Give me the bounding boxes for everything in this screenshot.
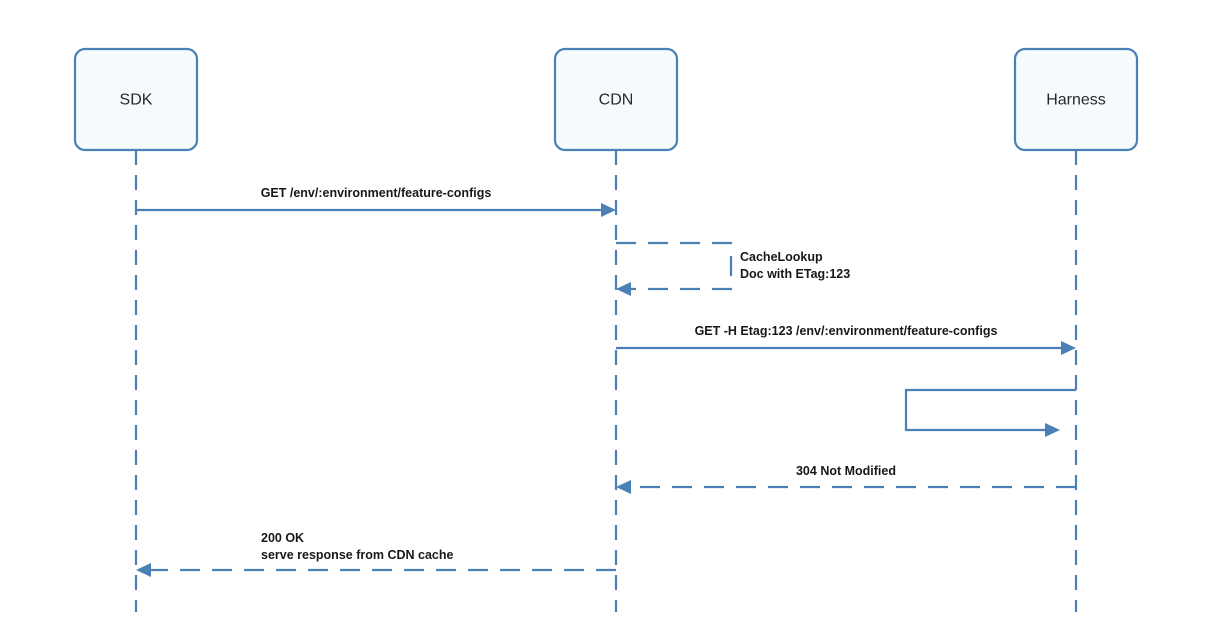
- actor-label-sdk: SDK: [120, 92, 153, 109]
- message-label-line: 304 Not Modified: [796, 464, 896, 478]
- self-loop-path-m2: [616, 241, 733, 291]
- message-label-line: 200 OK: [261, 531, 304, 545]
- message-label-line: CacheLookup: [740, 250, 823, 264]
- message-m3: GET -H Etag:123 /env/:environment/featur…: [616, 324, 1076, 355]
- message-label-line: GET -H Etag:123 /env/:environment/featur…: [695, 324, 998, 338]
- lifelines-layer: [134, 150, 1078, 612]
- actor-box-cdn: [553, 47, 679, 152]
- actor-cdn[interactable]: CDN: [553, 47, 679, 152]
- actor-box-harness: [1013, 47, 1139, 152]
- actors-layer: SDK CDN Harness: [73, 47, 1139, 152]
- message-label-m6: 200 OK serve response from CDN cache: [261, 531, 453, 562]
- message-label-line: serve response from CDN cache: [261, 548, 453, 562]
- actor-label-cdn: CDN: [599, 92, 634, 109]
- arrow-head-m3: [1061, 341, 1076, 355]
- arrow-head-m4: [1045, 423, 1060, 437]
- message-label-line: Doc with ETag:123: [740, 267, 850, 281]
- messages-layer: GET /env/:environment/feature-configsCac…: [136, 186, 1076, 577]
- actor-sdk[interactable]: SDK: [73, 47, 199, 152]
- arrow-head-m5: [616, 480, 631, 494]
- arrow-head-m2: [616, 282, 631, 296]
- actor-box-sdk: [73, 47, 199, 152]
- message-label-m3: GET -H Etag:123 /env/:environment/featur…: [695, 324, 998, 338]
- message-label-m5: 304 Not Modified: [796, 464, 896, 478]
- message-m5: 304 Not Modified: [616, 464, 1076, 494]
- message-label-m1: GET /env/:environment/feature-configs: [261, 186, 492, 200]
- message-m1: GET /env/:environment/feature-configs: [136, 186, 616, 217]
- self-loop-path-m4: [904, 388, 1076, 432]
- arrow-head-m1: [601, 203, 616, 217]
- arrow-head-m6: [136, 563, 151, 577]
- message-m4: [904, 388, 1076, 437]
- message-m6: 200 OK serve response from CDN cache: [136, 531, 616, 577]
- actor-harness[interactable]: Harness: [1013, 47, 1139, 152]
- message-label-line: GET /env/:environment/feature-configs: [261, 186, 492, 200]
- actor-label-harness: Harness: [1046, 92, 1106, 109]
